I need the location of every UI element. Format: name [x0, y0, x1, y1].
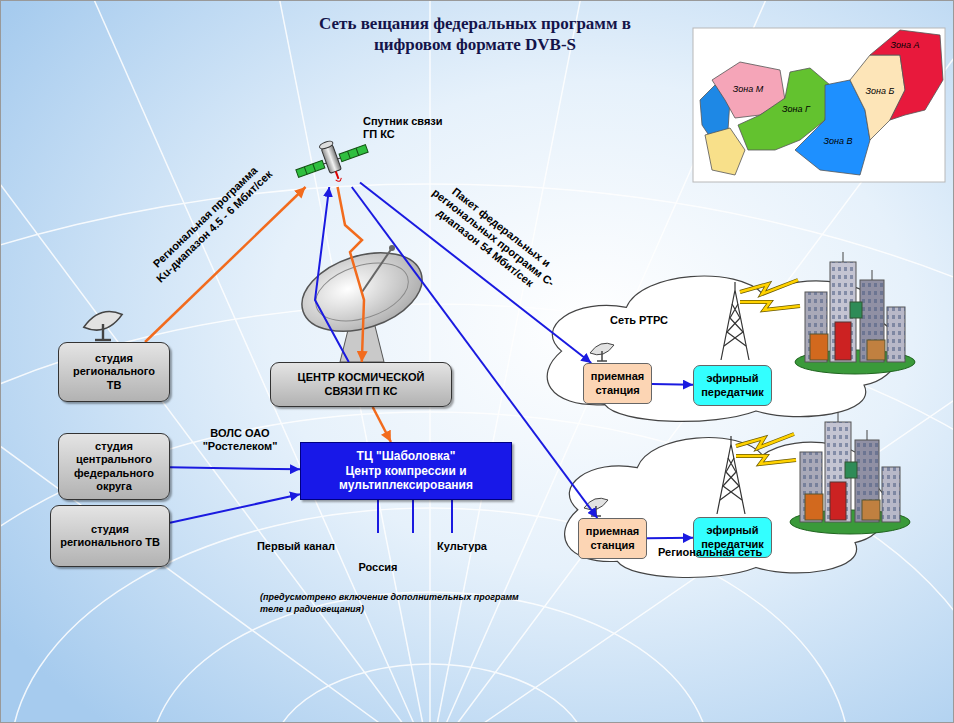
cloud-shape: [565, 438, 888, 578]
note-text: (предусмотрено включение дополнительных …: [260, 592, 540, 615]
node-label: эфирный передатчик: [700, 524, 765, 550]
cloud-shape: [547, 276, 899, 421]
studio-box: студия регионального ТВ: [58, 342, 170, 402]
zone-label: Зона Б: [866, 87, 895, 97]
channel-label: Россия: [358, 561, 397, 574]
node-label: Спутник связи ГП КС: [363, 115, 457, 141]
signal-arrow: [170, 494, 300, 523]
signal-arrow: [315, 187, 349, 362]
signal-arrow: [338, 187, 364, 362]
node-label: эфирный передатчик: [700, 372, 765, 398]
map-region: [870, 30, 943, 120]
channel-label: Первый канал: [257, 540, 335, 553]
multiplex-center-box: ТЦ "Шаболовка"Центр компрессии и мультип…: [300, 442, 512, 500]
map-region: [705, 128, 745, 175]
link-label: Пакет федеральных и региональных програм…: [421, 176, 565, 301]
map-frame: [693, 28, 945, 182]
node-label: студия регионального ТВ: [57, 523, 163, 549]
diagram-title: Сеть вещания федеральных программ в цифр…: [285, 13, 665, 56]
link-label: ВОЛС ОАО "Ростелеком": [181, 427, 299, 453]
node-label: приемная станция: [585, 525, 640, 551]
node-label: приемная станция: [590, 370, 645, 396]
city-icon: [790, 412, 910, 534]
studio-box: студия регионального ТВ: [50, 505, 170, 567]
satellite-node: Спутник связи ГП КС: [305, 135, 360, 187]
node-label: Центр компрессии и мультиплексирования: [307, 464, 505, 493]
signal-arrow: [170, 467, 300, 469]
zone-label: Зона А: [891, 41, 920, 51]
map-region: [850, 55, 905, 140]
receiving-station-box: приемная станция: [578, 518, 647, 559]
signal-arrow: [373, 407, 391, 442]
network-cloud: Региональная сетьприемная станцияэфирный…: [558, 424, 888, 580]
studio-box: студия центрального федерального округа: [58, 433, 170, 500]
city-icon: [795, 252, 915, 374]
channel-label: Культура: [437, 540, 487, 553]
receiving-station-box: приемная станция: [583, 363, 652, 404]
node-label: студия регионального ТВ: [65, 352, 163, 392]
network-cloud: Сеть РТРС приемная станция эфирный передат…: [540, 262, 900, 424]
node-label: ТЦ "Шаболовка": [357, 449, 456, 463]
zone-label: Зона Г: [782, 105, 810, 115]
zone-label: Зона В: [824, 137, 853, 147]
russia-map: [693, 28, 945, 182]
node-label: ЦЕНТР КОСМИЧЕСКОЙ СВЯЗИ ГП КС: [289, 371, 433, 397]
zone-label: Зона М: [733, 85, 764, 95]
node-label: Сеть РТРС: [610, 314, 700, 327]
space-center-box: ЦЕНТР КОСМИЧЕСКОЙ СВЯЗИ ГП КС: [270, 362, 452, 407]
link-label: Региональная программа Ku-диапазон 4.5 -…: [145, 158, 276, 285]
signal-arrow: [647, 537, 693, 539]
dish-icon: [84, 312, 122, 340]
transmitter-box: эфирный передатчик: [693, 365, 772, 406]
node-label: студия центрального федерального округа: [65, 440, 163, 493]
